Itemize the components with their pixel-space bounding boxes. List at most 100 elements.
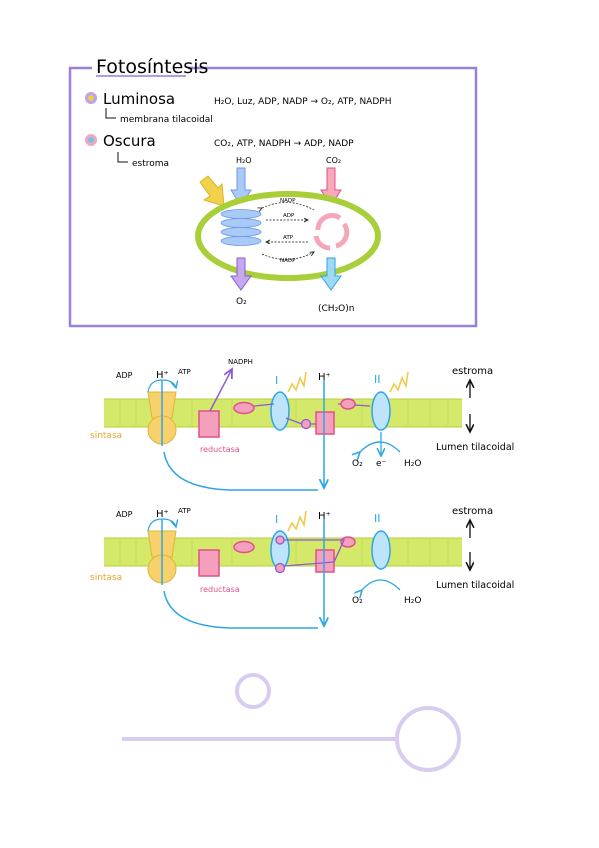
membrane-stripes xyxy=(119,538,449,566)
estroma-label: estroma xyxy=(452,506,493,517)
oscura-label: Oscura xyxy=(103,132,156,150)
h-plus-left-label: H⁺ xyxy=(156,509,169,520)
plastocyanin-icon xyxy=(300,418,312,430)
oscura-location: estroma xyxy=(132,159,169,169)
membrane-stripes xyxy=(119,399,449,427)
cycle-arc xyxy=(315,213,342,231)
chloroplast-input-h2o: H₂O xyxy=(236,156,252,165)
thylakoid-diagram-1: sintasa ADP H⁺ ATP reductasa NADPH I H⁺ … xyxy=(90,358,514,491)
box-border xyxy=(68,66,478,328)
oscura-section: Oscura CO₂, ATP, NADPH → ADP, NADP estro… xyxy=(85,132,354,169)
chloroplast-output-o2: O₂ xyxy=(236,297,247,307)
electron-label: e⁻ xyxy=(376,459,387,469)
photosystem-2-icon xyxy=(371,391,391,431)
atp-synthase-icon xyxy=(147,380,177,446)
sintasa-label: sintasa xyxy=(90,431,122,441)
ps1-label: I xyxy=(275,513,278,526)
h2o-label: H₂O xyxy=(404,596,421,606)
oscura-bullet-core-icon xyxy=(88,137,94,143)
chloroplast-diagram: H₂O CO₂ xyxy=(195,156,381,314)
large-circle-decoration xyxy=(395,706,461,772)
luminosa-equation: H₂O, Luz, ADP, NADP → O₂, ATP, NADPH xyxy=(214,97,391,107)
photosystem-1-icon xyxy=(270,391,290,431)
estroma-label: estroma xyxy=(452,366,493,377)
electron-path xyxy=(285,417,303,425)
thylakoid-disc xyxy=(220,236,262,246)
decorative-footer xyxy=(122,673,461,772)
light-2-icon xyxy=(389,371,409,393)
h2o-label: H₂O xyxy=(404,459,421,469)
cycle-label-atp: ATP xyxy=(283,235,294,241)
o2-arrow-icon xyxy=(230,257,252,291)
oscura-connector xyxy=(117,152,128,163)
h-plus-right-label: H⁺ xyxy=(318,511,331,522)
reductasa-label: reductasa xyxy=(200,445,240,454)
page-title: Fotosíntesis xyxy=(96,56,208,78)
ferredoxin-icon xyxy=(233,401,255,415)
exchange-arrow xyxy=(261,252,314,260)
proton-return-path xyxy=(163,451,318,491)
reductase-icon xyxy=(198,549,220,577)
atp-label: ATP xyxy=(178,507,191,515)
exchange-arrow xyxy=(262,202,315,210)
adp-label: ADP xyxy=(116,371,133,380)
oscura-equation: CO₂, ATP, NADPH → ADP, NADP xyxy=(214,139,354,149)
thylakoid-disc xyxy=(220,209,262,219)
atp-synthesis-arrow xyxy=(147,518,176,532)
cytochrome-icon xyxy=(315,411,335,435)
h-plus-left-label: H⁺ xyxy=(156,370,169,381)
ferredoxin-icon xyxy=(233,540,255,554)
ps1-label: I xyxy=(275,374,278,387)
cytochrome-icon xyxy=(315,549,335,573)
proton-return-path xyxy=(163,590,318,629)
electron-path xyxy=(253,403,275,407)
ps2-label: II xyxy=(374,373,381,386)
cycle-label-nadp-bottom: NADP xyxy=(280,258,296,264)
nadph-label: NADPH xyxy=(228,358,253,366)
thylakoid-disc xyxy=(220,218,262,228)
photosystem-2-icon xyxy=(371,530,391,570)
light-arrow-icon xyxy=(199,175,225,207)
o2-label: O₂ xyxy=(352,596,363,606)
luminosa-bullet-core-icon xyxy=(88,95,94,101)
cycle-label-nadp-top: NADP xyxy=(280,198,296,204)
luminosa-location: membrana tilacoidal xyxy=(120,115,213,125)
sintasa-label: sintasa xyxy=(90,573,122,583)
h-plus-right-label: H⁺ xyxy=(318,372,331,383)
luminosa-section: Luminosa H₂O, Luz, ADP, NADP → O₂, ATP, … xyxy=(85,90,391,125)
cycle-label-adp: ADP xyxy=(283,213,295,219)
atp-synthesis-arrow xyxy=(147,379,176,393)
light-1-icon xyxy=(287,510,307,532)
reductase-icon xyxy=(198,410,220,438)
atp-synthase-icon xyxy=(147,519,177,585)
adp-label: ADP xyxy=(116,510,133,519)
nadph-arrow xyxy=(209,369,232,412)
cycle-arc xyxy=(313,235,331,251)
water-split-arrow xyxy=(360,441,401,452)
thylakoid-diagram-2: sintasa ADP H⁺ ATP reductasa I H⁺ II O₂ … xyxy=(90,506,514,629)
water-split-arrow xyxy=(362,579,401,590)
chloroplast-output-ch2o: (CH₂O)n xyxy=(318,304,354,314)
fotosintesis-box: Fotosíntesis Luminosa H₂O, Luz, ADP, NAD… xyxy=(68,54,478,328)
glucose-arrow-icon xyxy=(320,257,342,291)
thylakoid-stack xyxy=(220,209,262,246)
atp-label: ATP xyxy=(178,368,191,376)
cycle-arc xyxy=(335,222,350,249)
plastocyanin-icon xyxy=(274,562,286,574)
calvin-cycle-icon xyxy=(313,213,350,251)
lumen-label: Lumen tilacoidal xyxy=(436,580,514,591)
plastoquinone-icon xyxy=(340,398,356,410)
cyclic-electron-path xyxy=(283,539,346,567)
luminosa-label: Luminosa xyxy=(103,90,175,108)
o2-label: O₂ xyxy=(352,459,363,469)
title-bg xyxy=(92,54,188,78)
ps2-label: II xyxy=(374,512,381,525)
light-1-icon xyxy=(287,371,307,393)
reductasa-label: reductasa xyxy=(200,585,240,594)
lumen-label: Lumen tilacoidal xyxy=(436,442,514,453)
small-circle-decoration xyxy=(235,673,271,709)
cyclic-carrier-icon xyxy=(275,535,285,545)
thylakoid-disc xyxy=(220,227,262,237)
chloroplast-input-co2: CO₂ xyxy=(326,156,341,165)
